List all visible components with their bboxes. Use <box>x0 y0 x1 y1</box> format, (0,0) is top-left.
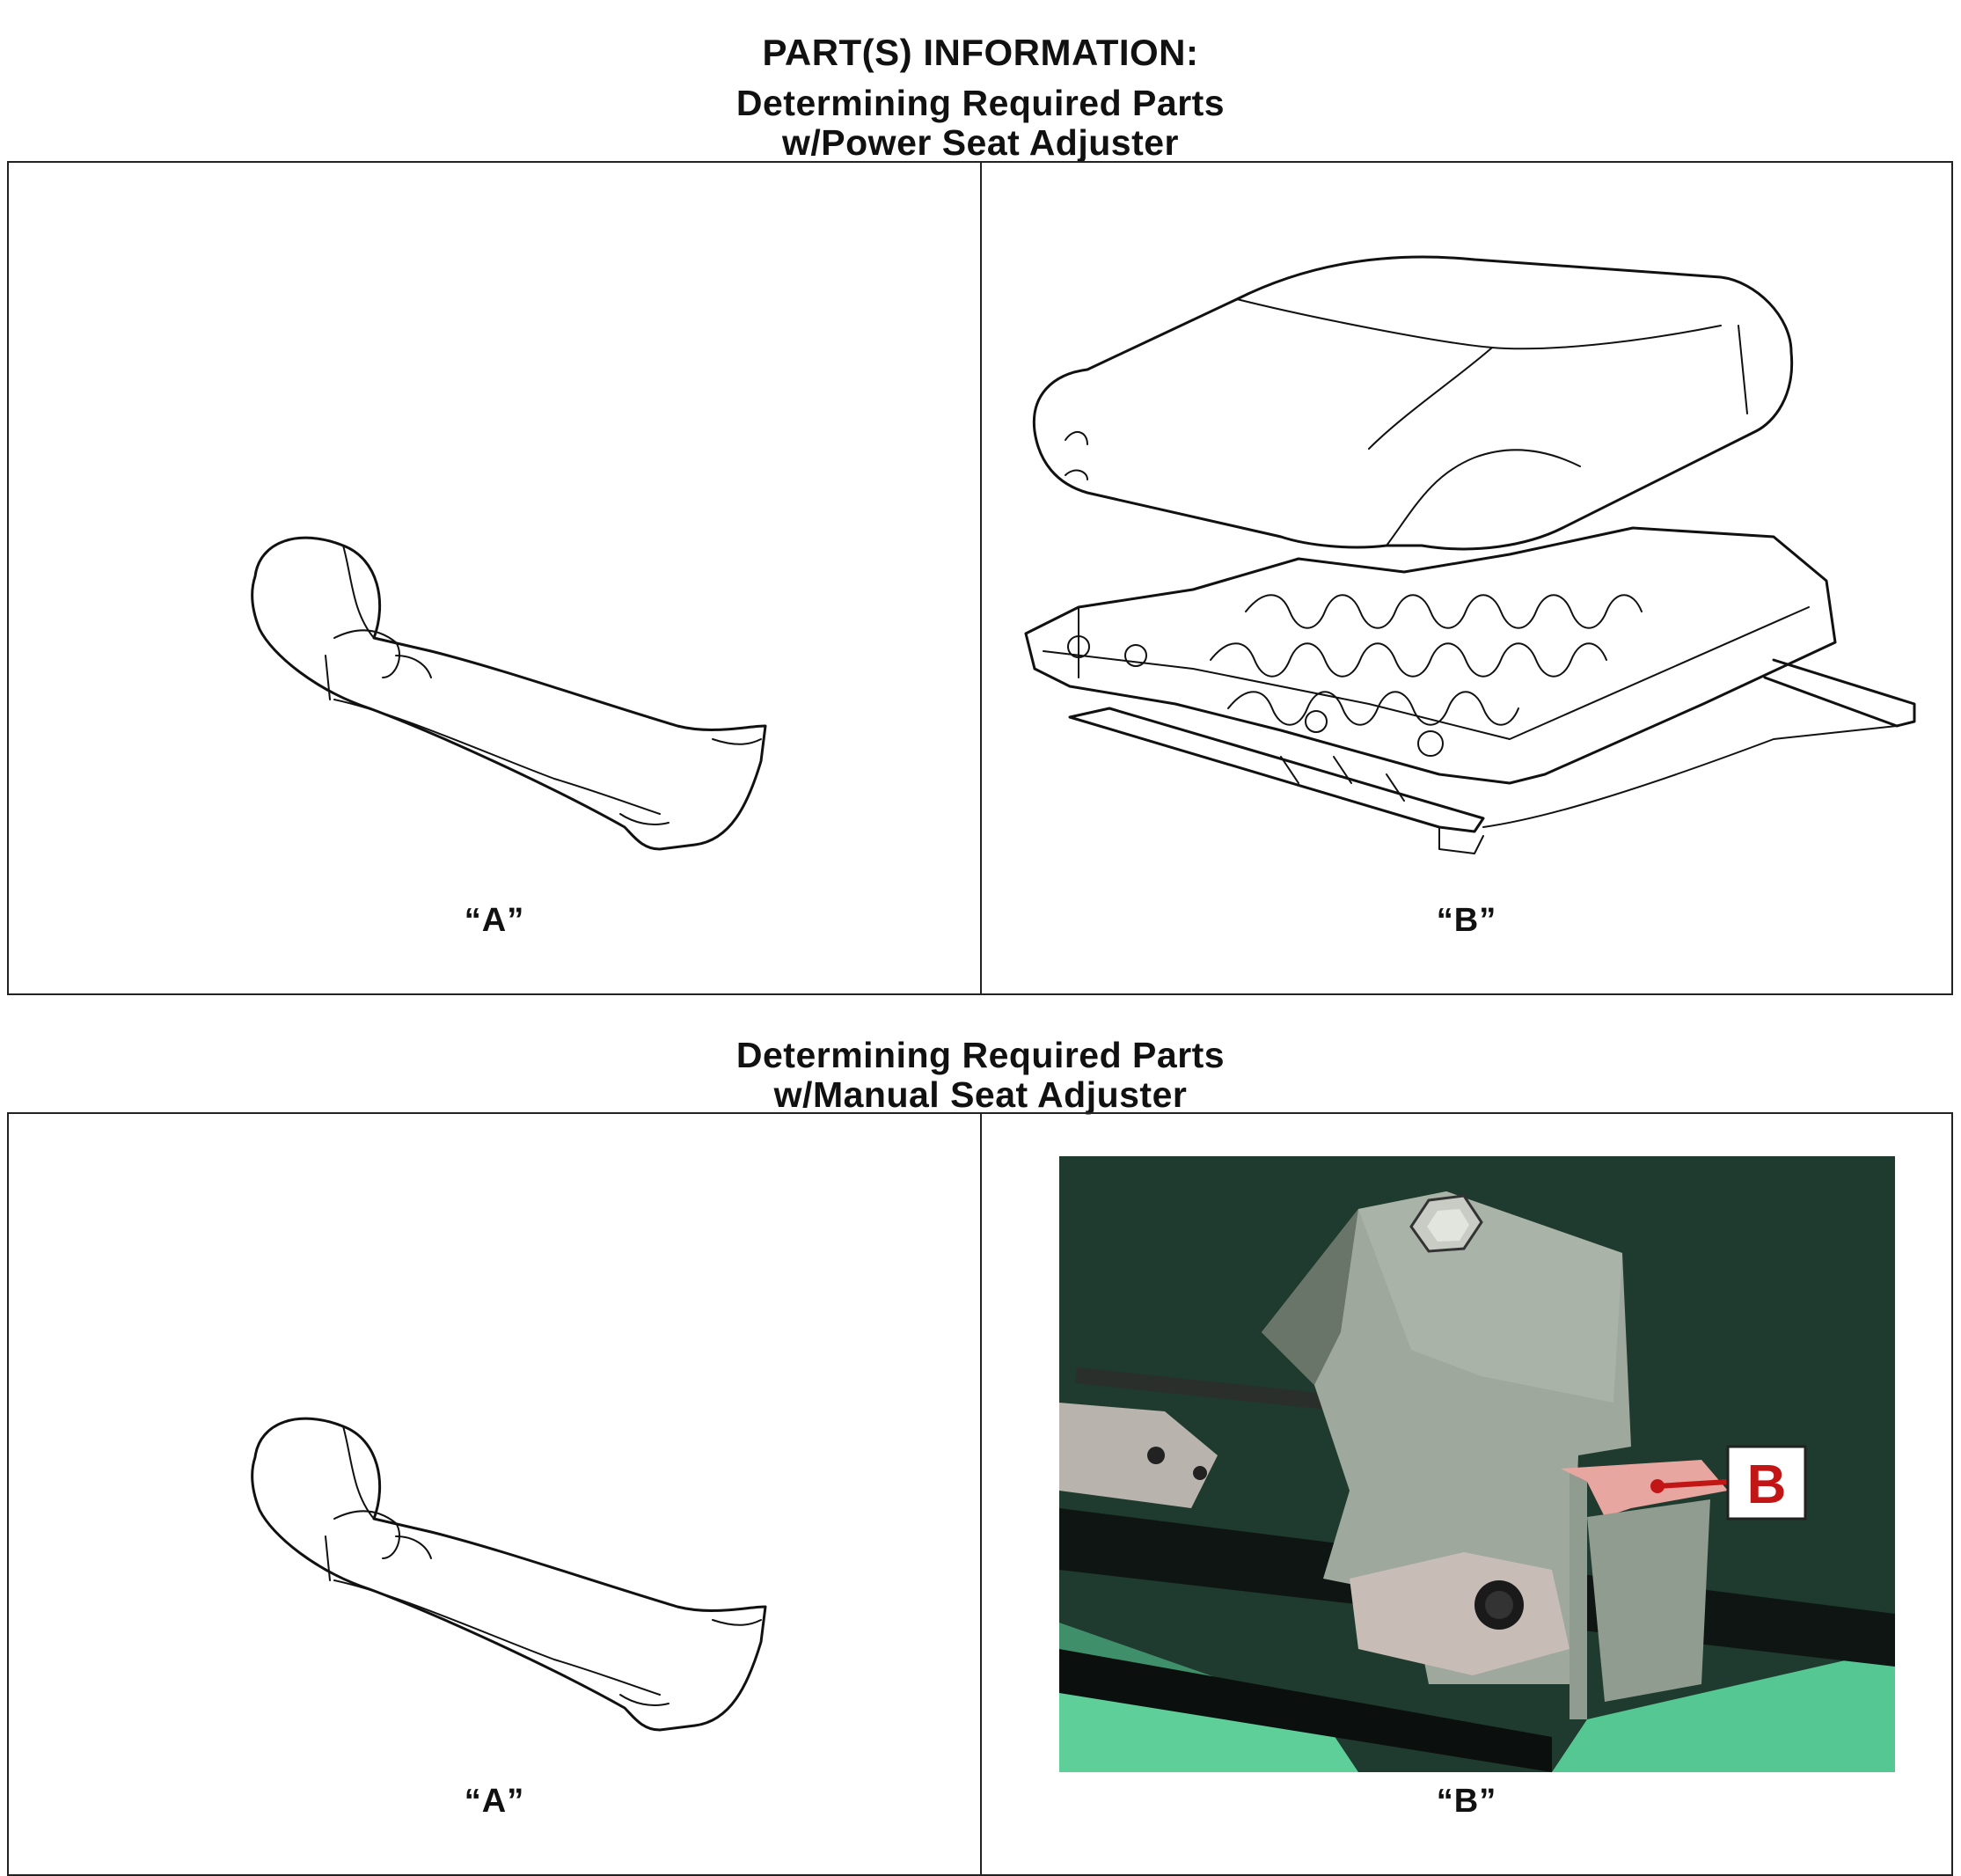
power-seat-table: “A” <box>7 161 1953 995</box>
power-heading-line2: w/Power Seat Adjuster <box>782 122 1179 163</box>
manual-heading-line2: w/Manual Seat Adjuster <box>773 1074 1188 1115</box>
manual-label-b: “B” <box>1436 1783 1497 1820</box>
power-heading-line1: Determining Required Parts <box>735 83 1226 123</box>
seat-cushion-outline-illustration <box>251 536 767 851</box>
seat-cushion-outline-illustration <box>251 1417 767 1732</box>
manual-section-heading: Determining Required Parts w/Manual Seat… <box>0 1036 1961 1115</box>
manual-seat-table: “A” <box>7 1112 1953 1876</box>
power-section-heading: Determining Required Parts w/Power Seat … <box>0 84 1961 163</box>
manual-cell-b: B “B” <box>982 1114 1951 1874</box>
power-cell-a: “A” <box>9 163 982 993</box>
manual-cell-a: “A” <box>9 1114 982 1874</box>
page-title: PART(S) INFORMATION: <box>762 32 1199 73</box>
power-cell-b: “B” <box>982 163 1951 993</box>
manual-label-a: “A” <box>464 1783 525 1820</box>
photo-callout-label: B <box>1747 1455 1787 1515</box>
power-label-b: “B” <box>1436 902 1497 939</box>
manual-heading-line1: Determining Required Parts <box>735 1035 1226 1075</box>
power-label-a: “A” <box>464 902 525 939</box>
manual-seat-adjuster-photo: B <box>1059 1156 1895 1772</box>
power-seat-cushion-exploded-illustration <box>1024 255 1916 854</box>
